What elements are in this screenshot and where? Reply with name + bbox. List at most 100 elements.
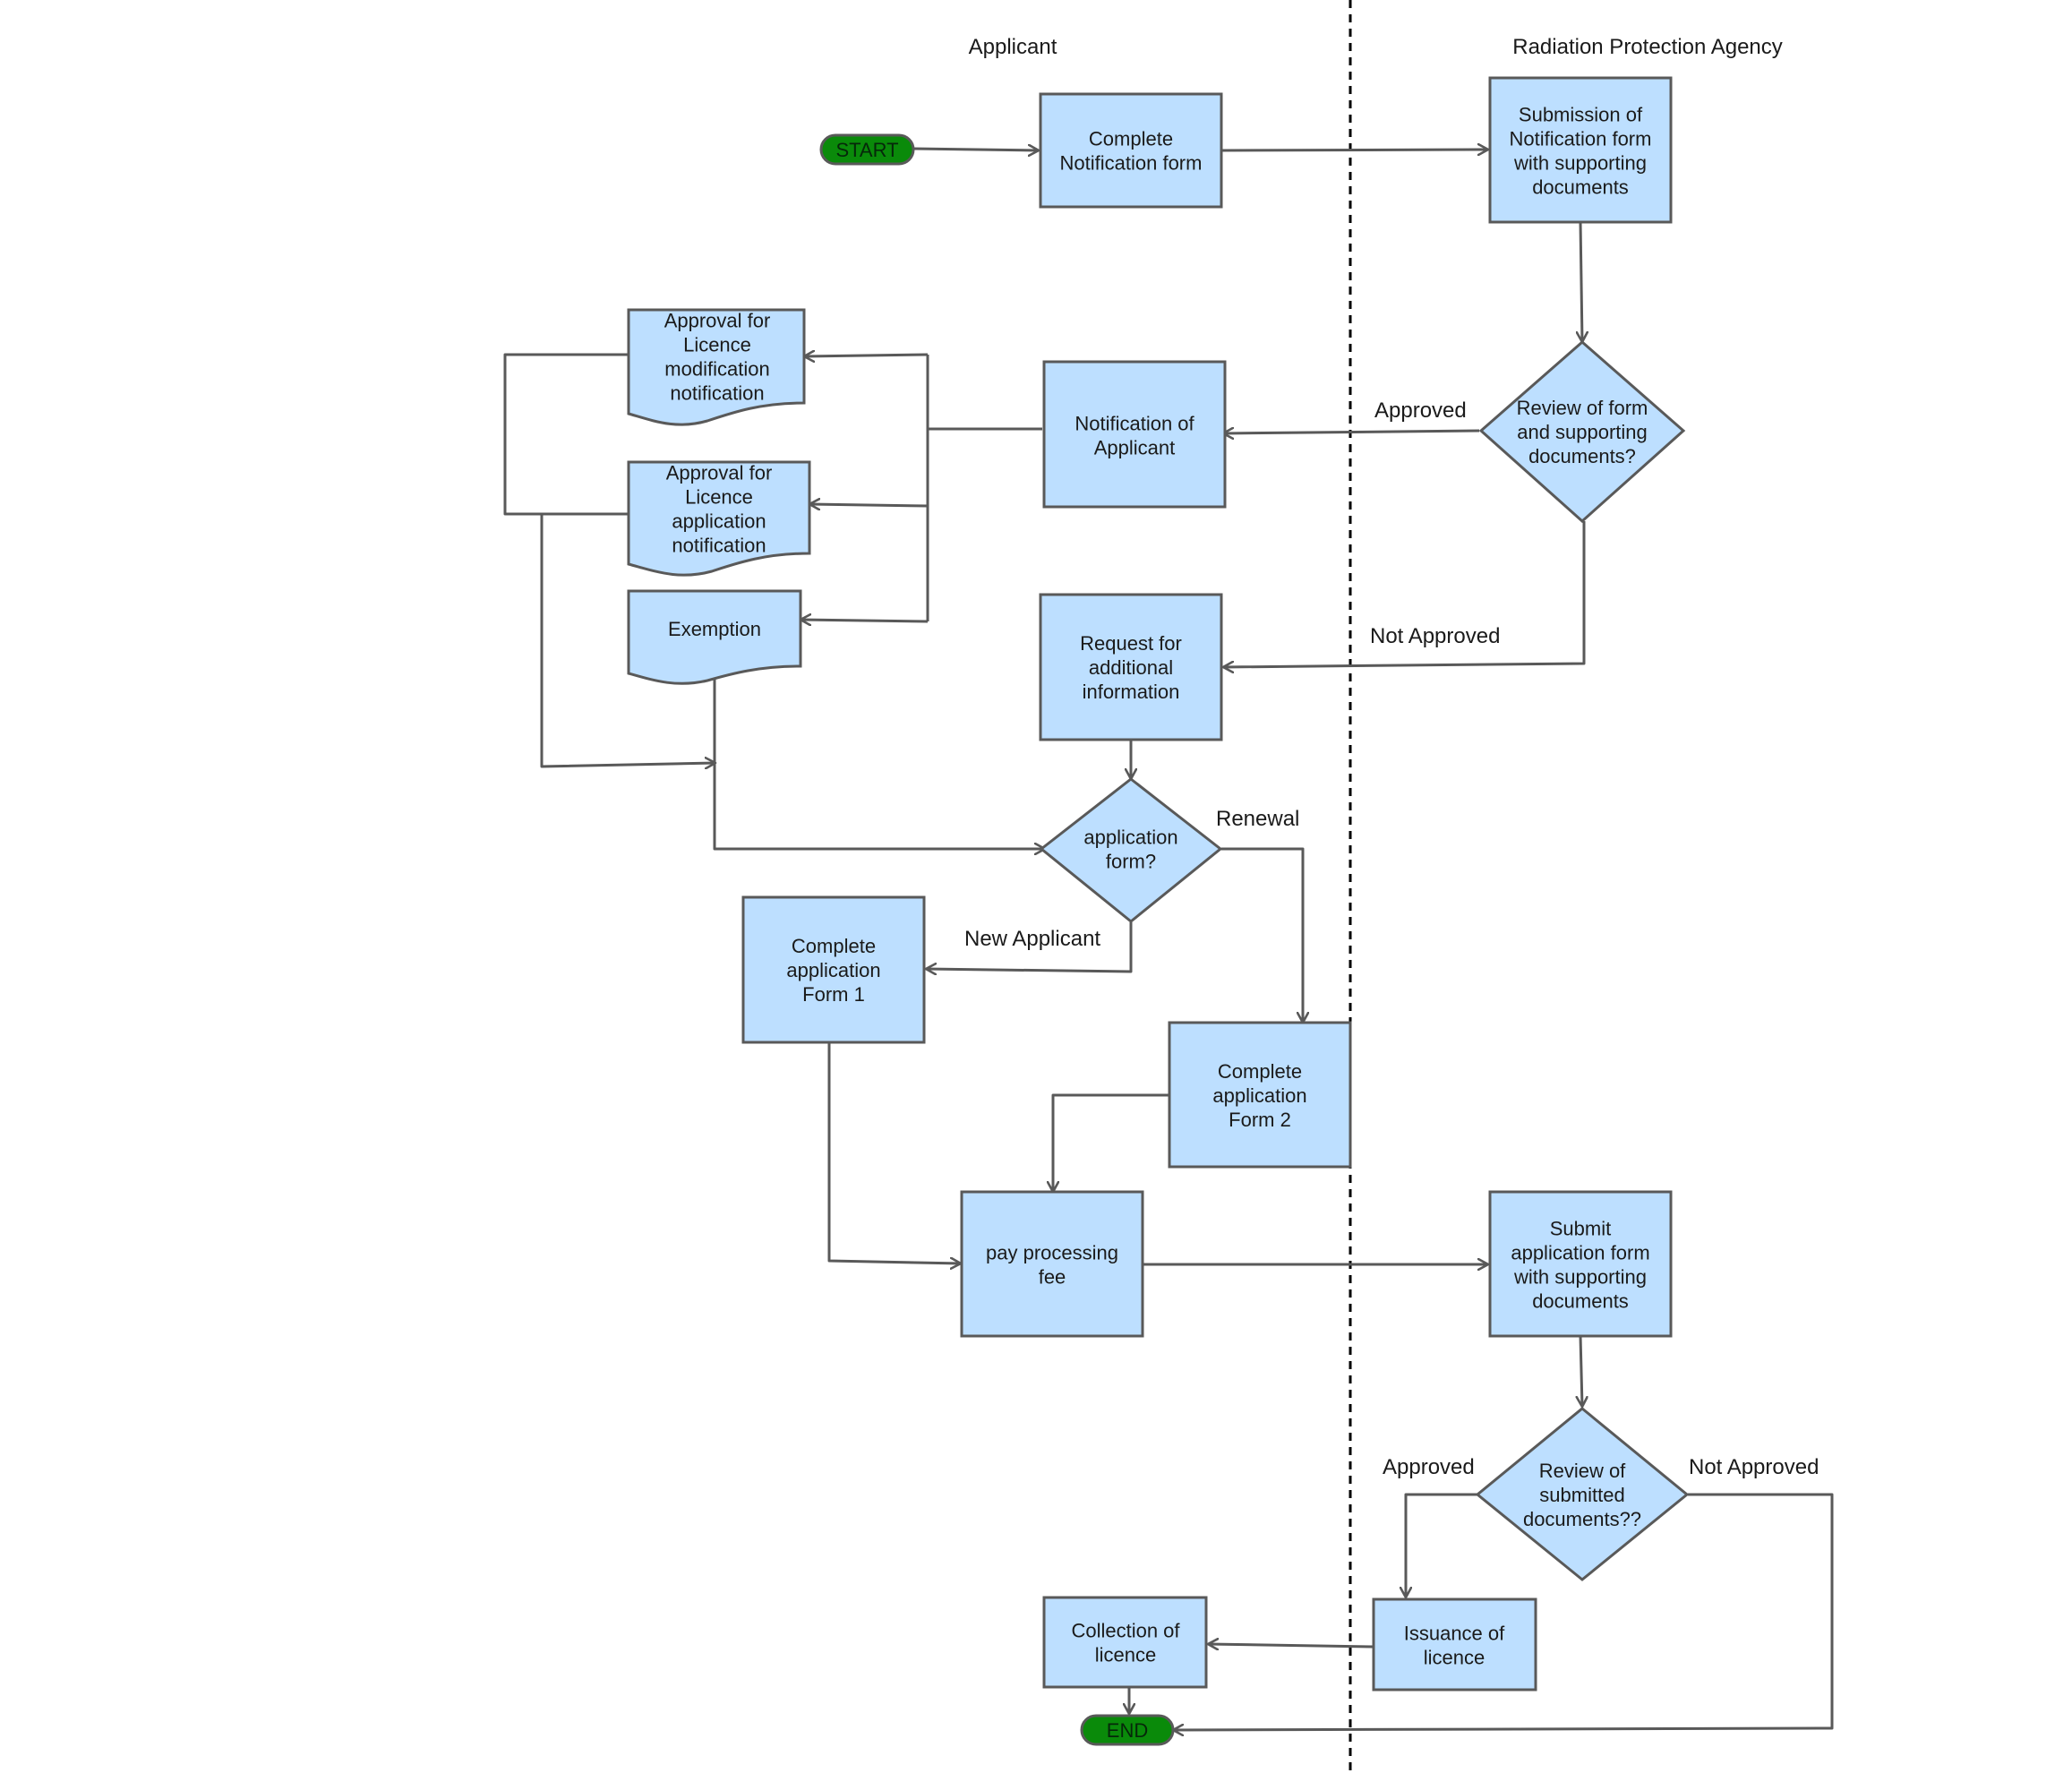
- complete-form1-line-2: application: [786, 959, 880, 981]
- issuance-line-2: licence: [1424, 1647, 1485, 1669]
- complete-form2-line-2: application: [1212, 1084, 1306, 1107]
- approval-modification-label: Approval forLicencemodificationnotificat…: [664, 310, 771, 405]
- lane-header-applicant: Applicant: [969, 35, 1057, 59]
- approval-modification-line-4: notification: [670, 382, 764, 405]
- application-form-diamond: [1039, 777, 1223, 923]
- issuance-line-1: Issuance of: [1404, 1623, 1505, 1645]
- review-form-line-2: and supporting: [1517, 421, 1648, 443]
- approval-application-doc: [627, 460, 811, 577]
- request-info-box: [1039, 593, 1223, 741]
- approval-modification-line-2: Licence: [683, 334, 751, 356]
- edge-label-not-approved: Not Approved: [1370, 624, 1500, 648]
- pay-fee-line-2: fee: [1039, 1266, 1066, 1289]
- review-submitted-line-1: Review of: [1539, 1460, 1626, 1482]
- exemption-doc: [627, 589, 802, 685]
- complete-notification-box: [1039, 92, 1223, 209]
- pay-fee-box: [960, 1190, 1144, 1338]
- edge-form1-to-fee: [827, 1042, 961, 1263]
- approval-modification-doc: [627, 308, 806, 426]
- notification-applicant-line-1: Notification of: [1075, 413, 1194, 435]
- review-submitted-diamond: [1475, 1407, 1690, 1581]
- request-info-line-3: information: [1083, 681, 1180, 703]
- notification-applicant-line-2: Applicant: [1094, 437, 1176, 459]
- edge-to-approval-modification: [804, 355, 929, 356]
- edge-start-to-notification: [912, 149, 1039, 150]
- end-shape: [1080, 1714, 1175, 1746]
- edge-submission-to-review: [1580, 221, 1582, 342]
- submission-notification-line-4: documents: [1532, 176, 1629, 199]
- submit-application-box: [1488, 1190, 1673, 1338]
- edge-to-approval-application: [809, 504, 929, 506]
- application-form-line-2: form?: [1106, 851, 1156, 873]
- submission-notification-line-2: Notification form: [1510, 128, 1652, 150]
- approval-application-label: Approval forLicenceapplicationnotificati…: [666, 462, 773, 557]
- approval-application-line-2: Licence: [685, 486, 753, 509]
- submission-notification-line-3: with supporting: [1513, 152, 1647, 175]
- submission-notification-box: [1488, 76, 1673, 224]
- submit-application-line-2: application form: [1511, 1242, 1649, 1264]
- collection-line-2: licence: [1095, 1644, 1156, 1666]
- complete-form1-line-3: Form 1: [802, 983, 865, 1006]
- complete-form2-line-3: Form 2: [1229, 1109, 1291, 1131]
- request-info-line-2: additional: [1089, 656, 1173, 679]
- submit-application-line-1: Submit: [1550, 1218, 1611, 1240]
- edge-review-submitted-not-approved: [1173, 1493, 1834, 1730]
- edge-label-approved-2: Approved: [1383, 1455, 1475, 1479]
- review-submitted-line-2: submitted: [1539, 1484, 1624, 1506]
- edge-submit-to-review: [1580, 1335, 1582, 1407]
- application-form-line-1: application: [1083, 827, 1177, 849]
- approval-application-line-3: application: [672, 510, 766, 533]
- complete-form2-line-1: Complete: [1218, 1060, 1302, 1083]
- exemption-label: Exemption: [668, 618, 761, 640]
- edge-approval-down: [540, 514, 715, 767]
- edge-label-renewal: Renewal: [1216, 807, 1299, 831]
- submit-application-line-4: documents: [1532, 1290, 1629, 1313]
- start-label: START: [835, 139, 898, 161]
- review-form-diamond: [1478, 340, 1686, 524]
- submission-notification-line-1: Submission of: [1519, 104, 1643, 126]
- lane-header-agency: Radiation Protection Agency: [1512, 35, 1783, 59]
- complete-notification-line-2: Notification form: [1060, 152, 1203, 175]
- complete-form1-line-1: Complete: [792, 935, 876, 957]
- end-terminal: END: [1080, 1714, 1175, 1746]
- exemption-line-1: Exemption: [668, 618, 761, 640]
- pay-fee-line-1: pay processing: [986, 1242, 1118, 1264]
- complete-form2-box: [1168, 1021, 1352, 1169]
- notification-applicant-box: [1042, 360, 1227, 509]
- edge-label-not-approved-2: Not Approved: [1689, 1455, 1819, 1479]
- end-label: END: [1107, 1719, 1148, 1742]
- edge-exemption-to-application-form: [713, 677, 1045, 849]
- edge-review-submitted-approved: [1406, 1493, 1478, 1597]
- complete-form1-box: [741, 895, 926, 1044]
- issuance-box: [1372, 1597, 1537, 1692]
- edge-review-approved: [1223, 431, 1480, 433]
- approval-modification-line-3: modification: [664, 358, 769, 381]
- review-form-line-1: Review of form: [1517, 397, 1648, 419]
- approval-modification-line-1: Approval for: [664, 310, 771, 332]
- request-info-line-1: Request for: [1080, 632, 1182, 655]
- edge-approval-loop: [503, 353, 629, 516]
- edge-review-not-approved: [1223, 521, 1586, 667]
- collection-line-1: Collection of: [1071, 1620, 1180, 1642]
- review-submitted-line-3: documents??: [1523, 1508, 1641, 1530]
- approval-application-line-4: notification: [672, 535, 766, 557]
- edges: [503, 149, 1834, 1730]
- edge-new-applicant: [926, 922, 1133, 972]
- start-shape: [819, 133, 915, 166]
- submit-application-line-3: with supporting: [1513, 1266, 1647, 1289]
- edge-label-new-applicant: New Applicant: [964, 927, 1100, 951]
